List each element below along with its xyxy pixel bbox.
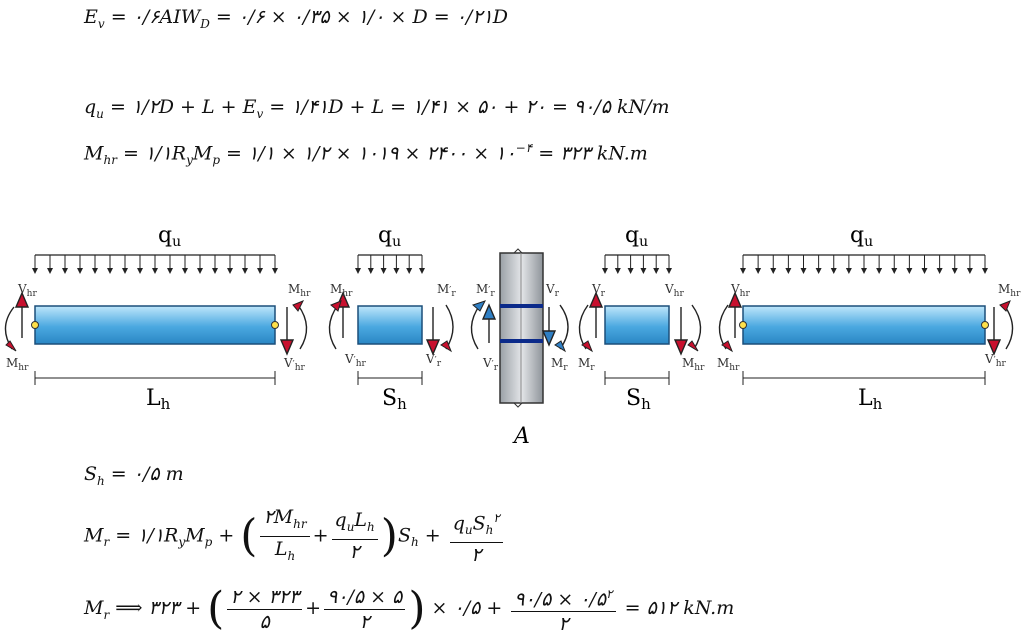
label-v-r-1: Vr [545, 282, 560, 299]
dim-label-sh-right: Sh [626, 386, 651, 413]
load-arrow-head [152, 268, 158, 274]
load-arrow-head [602, 268, 608, 274]
load-arrow-head [393, 268, 400, 274]
load-arrow-head [272, 268, 278, 274]
load-arrow-head [815, 268, 822, 274]
load-arrow-head [47, 268, 53, 274]
label-m-r-1: Mr [551, 356, 568, 373]
load-arrow-head [419, 268, 425, 274]
load-arrow-head [212, 268, 218, 274]
label-m-hr-3: Mhr [330, 282, 353, 299]
beam-free-body-diagram: qu qu qu qu A [4, 223, 1021, 449]
label-m-hr-1: Mhr [6, 356, 29, 373]
label-m-hr-6: Mhr [998, 282, 1021, 299]
equation-mhr: Mhr = ۱/۱RyMp = ۱/۱ × ۱/۲ × ۱۰۱۹ × ۲۴۰۰ … [84, 141, 648, 168]
hinge-left-b [271, 321, 279, 329]
load-arrow-head [257, 268, 263, 274]
load-arrow-head [770, 268, 777, 274]
label-m-hr-4: Mhr [682, 356, 705, 373]
equation-qu: qu = ۱/۲D + L + Ev = ۱/۴۱D + L = ۱/۴۱ × … [84, 96, 670, 121]
load-arrow-head [800, 268, 807, 274]
load-arrow-head [355, 268, 361, 274]
load-arrow-head [740, 268, 746, 274]
load-arrow-head [861, 268, 867, 274]
label-v-hr-3: Vhr [730, 282, 750, 299]
load-arrow-head [640, 268, 647, 274]
label-v-hr-prime-1: V′hr [283, 356, 306, 373]
beam-left-long [34, 305, 276, 345]
label-v-hr-1: Vhr [17, 282, 37, 299]
label-m-r-2: Mr [578, 356, 595, 373]
hinge-right-b [981, 321, 989, 329]
load-label-left-long: qu [158, 223, 181, 250]
hinge-left-a [31, 321, 39, 329]
load-arrow-head [830, 268, 837, 274]
beam-right-long [742, 305, 986, 345]
label-v-r-prime-2: V′r [482, 356, 499, 373]
label-m-r-prime-2: M′r [476, 282, 495, 299]
equation-sh: Sh = ۰/۵ m [84, 463, 184, 488]
load-arrow-head [137, 268, 143, 274]
load-arrow-head [197, 268, 203, 274]
load-arrow-head [906, 268, 913, 274]
load-arrow-head [367, 268, 374, 274]
dim-label-sh-left: Sh [382, 386, 407, 413]
load-arrow-head [380, 268, 387, 274]
equation-ev: Ev = ۰/۶AIWD = ۰/۶ × ۰/۳۵ × ۱/۰ × D = ۰/… [84, 6, 508, 31]
label-m-r-prime-1: M′r [437, 282, 456, 299]
hinge-right-a [739, 321, 747, 329]
load-arrow-head [627, 268, 634, 274]
load-arrow-head [107, 268, 113, 274]
continuity-plate-bottom [500, 339, 543, 343]
load-arrow-head [921, 268, 928, 274]
load-label-left-short: qu [378, 223, 401, 250]
load-label-right-short: qu [625, 223, 648, 250]
load-arrow-head [653, 268, 660, 274]
label-m-hr-5: Mhr [717, 356, 740, 373]
column-label: A [512, 424, 530, 449]
dim-label-lh-left: Lh [146, 386, 171, 413]
load-arrow-head [876, 268, 883, 274]
distributed-load-arrows [32, 254, 988, 274]
load-arrow-head [614, 268, 621, 274]
load-arrow-head [122, 268, 128, 274]
load-arrow-head [182, 268, 188, 274]
load-arrow-head [891, 268, 898, 274]
label-m-hr-2: Mhr [288, 282, 311, 299]
label-v-hr-2: Vhr [664, 282, 684, 299]
label-v-hr-prime-2: V′hr [344, 352, 367, 369]
load-arrow-head [755, 268, 762, 274]
load-arrow-head [666, 268, 672, 274]
load-arrow-head [982, 268, 988, 274]
load-arrow-head [92, 268, 98, 274]
load-arrow-head [32, 268, 38, 274]
load-arrow-head [242, 268, 248, 274]
beam-left-short [357, 305, 423, 345]
load-label-right-long: qu [850, 223, 873, 250]
beam-right-short [604, 305, 670, 345]
load-arrow-head [62, 268, 68, 274]
label-v-r-2: Vr [591, 282, 606, 299]
load-arrow-head [966, 268, 973, 274]
load-arrow-head [936, 268, 943, 274]
load-arrow-head [167, 268, 173, 274]
dim-label-lh-right: Lh [858, 386, 883, 413]
label-v-hr-prime-3: V′hr [984, 352, 1007, 369]
load-arrow-head [785, 268, 792, 274]
continuity-plate-top [500, 304, 543, 308]
load-arrow-head [845, 268, 852, 274]
load-arrow-head [951, 268, 958, 274]
load-arrow-head [227, 268, 233, 274]
load-arrow-head [77, 268, 83, 274]
load-arrow-head [406, 268, 413, 274]
label-v-r-prime-1: V′r [425, 352, 442, 369]
